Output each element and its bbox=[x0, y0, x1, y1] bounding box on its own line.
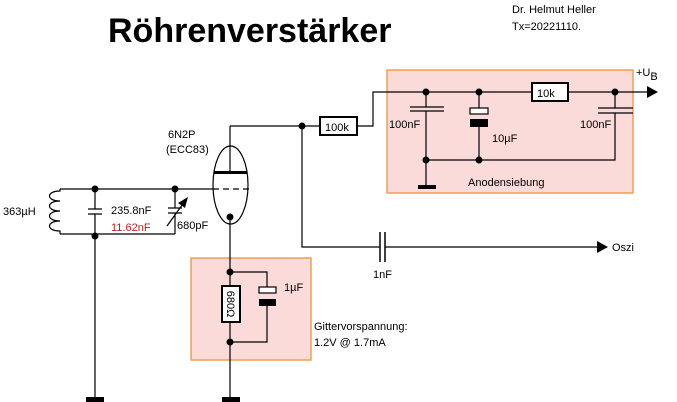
cathode-capacitor-label: 1µF bbox=[284, 282, 303, 294]
node bbox=[422, 156, 430, 164]
tube-equivalent: (ECC83) bbox=[166, 144, 209, 156]
filter-capacitor-2-label: 100nF bbox=[580, 119, 611, 131]
output-wire bbox=[301, 126, 598, 248]
tube-type: 6N2P bbox=[168, 129, 196, 141]
tank-wires bbox=[95, 188, 213, 235]
node bbox=[422, 88, 430, 96]
node bbox=[475, 88, 483, 96]
date-code: Tx=20221110. bbox=[512, 21, 581, 33]
output-label: Oszi bbox=[612, 242, 634, 254]
author: Dr. Helmut Heller bbox=[512, 4, 596, 16]
anode-resistor bbox=[319, 116, 358, 136]
node bbox=[91, 185, 99, 193]
node bbox=[611, 88, 619, 96]
supply-arrow-icon bbox=[647, 86, 658, 98]
cathode-capacitor bbox=[230, 271, 277, 343]
anode-filter-box bbox=[386, 69, 634, 194]
inductor bbox=[48, 188, 95, 235]
variable-capacitor bbox=[166, 189, 188, 234]
cathode-resistor-label: 680Ω bbox=[224, 291, 236, 318]
supply-label: +UB bbox=[636, 67, 658, 83]
filter-wires bbox=[426, 91, 648, 161]
tank-capacitor bbox=[88, 189, 102, 236]
diagram-title: Röhrenverstärker bbox=[108, 12, 391, 50]
triode-tube bbox=[212, 126, 249, 225]
filter-capacitor-1 bbox=[410, 92, 444, 187]
anode-resistor-label: 100k bbox=[325, 122, 349, 134]
ground-icon bbox=[222, 397, 240, 402]
grid-bias-value: 1.2V @ 1.7mA bbox=[314, 337, 386, 349]
filter-electrolytic-label: 10µF bbox=[492, 133, 518, 145]
coupling-capacitor-label: 1nF bbox=[373, 269, 392, 281]
ground-icon bbox=[418, 185, 436, 189]
grid-bias-label: Gittervorspannung: bbox=[314, 321, 408, 333]
grid-bias-box bbox=[190, 257, 312, 361]
filter-resistor-label: 10k bbox=[537, 88, 555, 100]
coupling-capacitor bbox=[379, 232, 386, 262]
node bbox=[171, 185, 179, 193]
tank-capacitor-label: 235.8nF bbox=[111, 205, 152, 217]
cathode-resistor bbox=[221, 285, 241, 323]
filter-capacitor-1-label: 100nF bbox=[389, 119, 420, 131]
node bbox=[475, 156, 483, 164]
output-arrow-icon bbox=[597, 241, 608, 253]
inductor-label: 363µH bbox=[3, 206, 36, 218]
variable-capacitor-label: 680pF bbox=[177, 220, 208, 232]
ground-icon bbox=[86, 397, 104, 402]
tank-capacitor-alt-label: 11.62nF bbox=[111, 222, 151, 234]
filter-label: Anodensiebung bbox=[468, 177, 544, 189]
